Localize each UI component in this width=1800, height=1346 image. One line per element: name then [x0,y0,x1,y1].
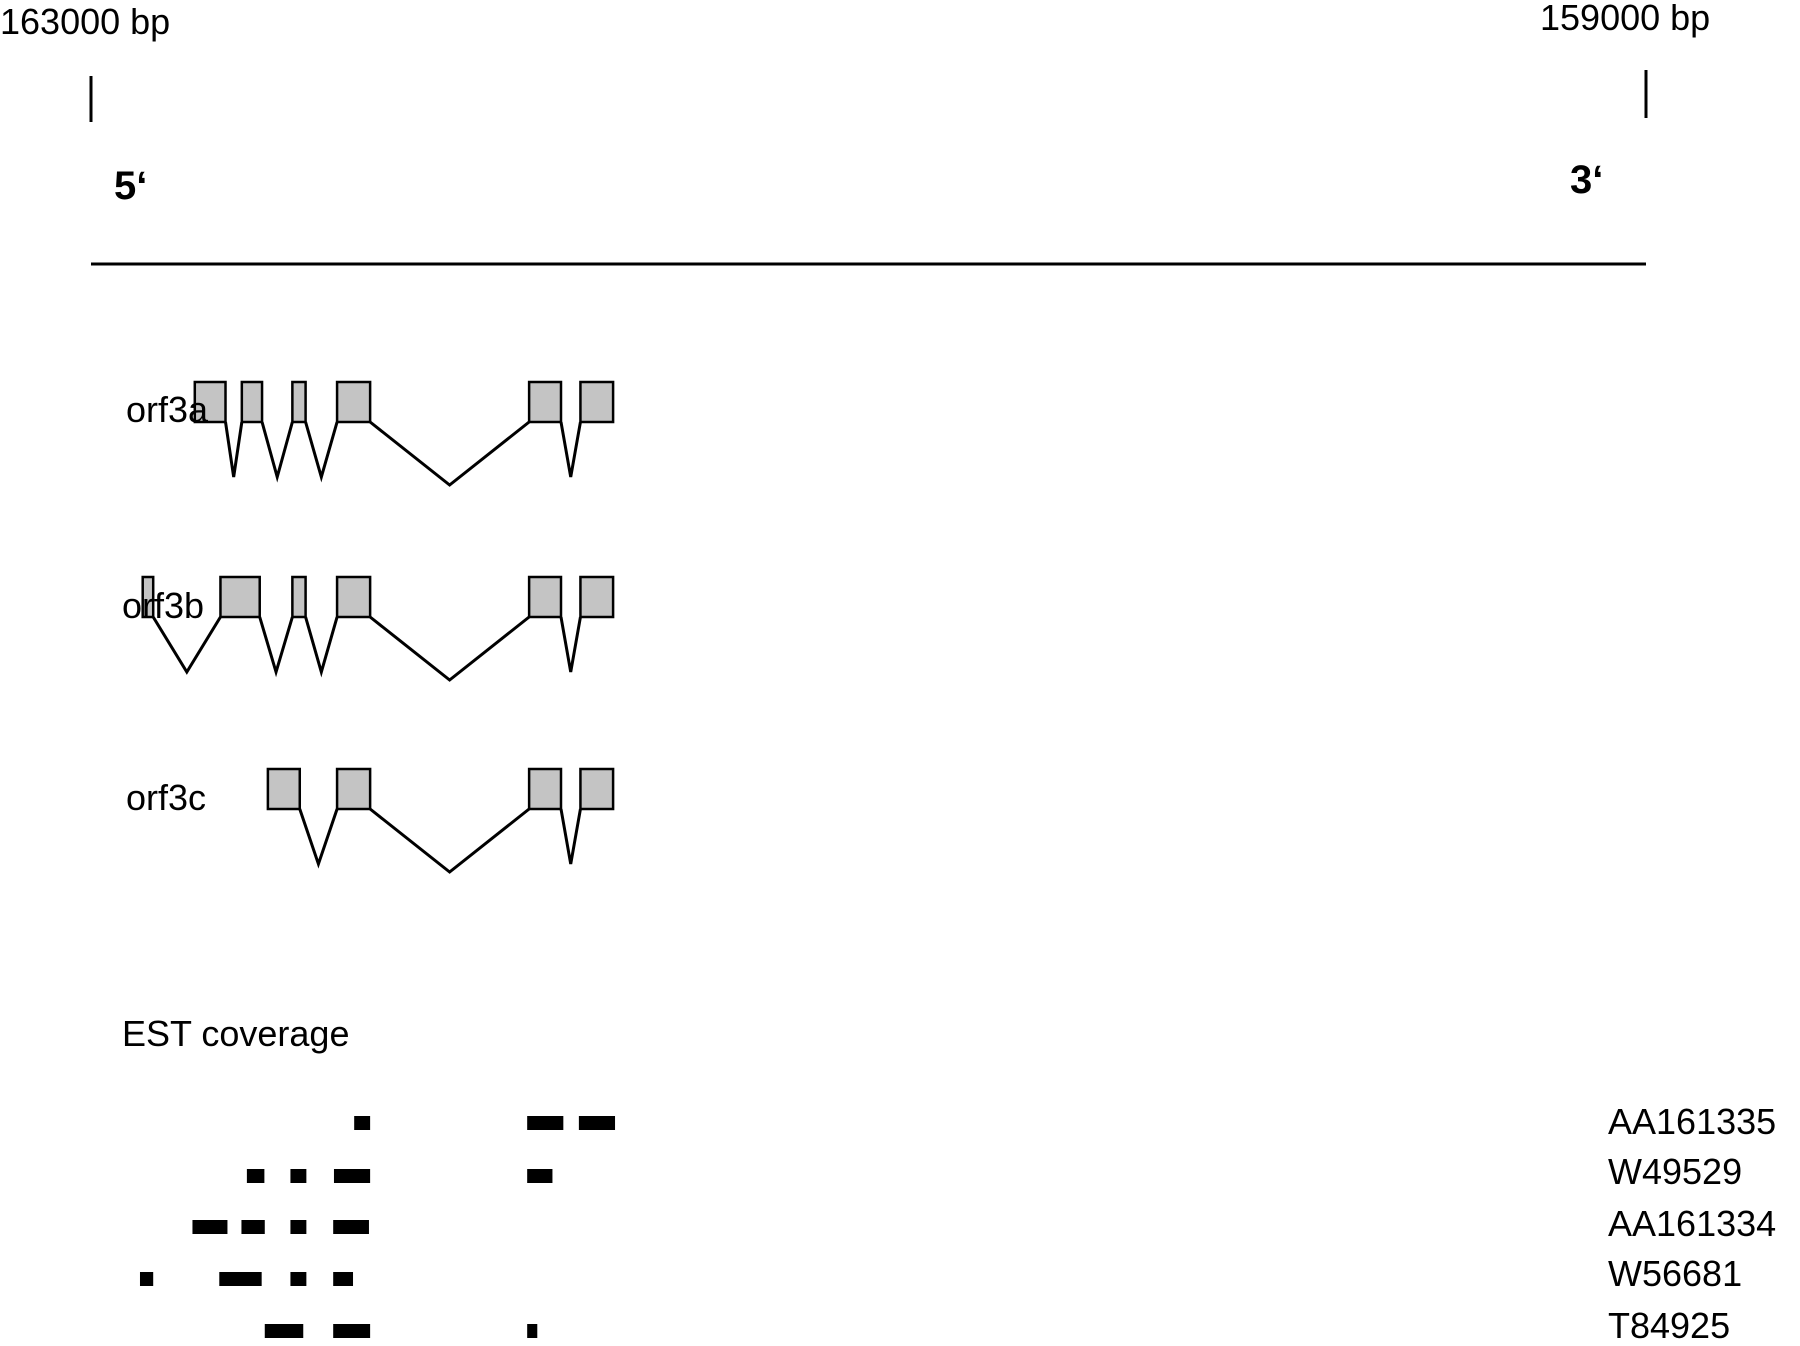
est-segment [241,1220,265,1234]
est-segment [290,1220,307,1234]
exon-box [266,767,302,811]
est-label-w49529: W49529 [1608,1151,1743,1192]
transcript-orf3a [193,380,615,487]
est-segment [527,1169,553,1183]
exon-box [240,380,264,424]
est-track-aa161334 [192,1220,369,1234]
est-segment [219,1272,262,1286]
exon-box [291,575,307,619]
est-segment [333,1272,354,1286]
transcript-orf3b [141,575,615,682]
est-label-aa161335: AA161335 [1608,1101,1777,1142]
intron-line [298,808,339,869]
est-coverage-title: EST coverage [122,1013,350,1054]
intron-line [224,421,244,478]
est-label-t84925: T84925 [1608,1305,1731,1346]
transcripts-layer [141,380,615,874]
est-track-aa161335 [354,1116,616,1130]
intron-line [258,616,294,678]
exon-box [579,575,615,619]
five-prime-label: 5‘ [114,164,148,208]
est-segment [578,1116,616,1130]
intron-line [260,421,294,483]
transcript-label-orf3c: orf3c [126,777,207,818]
est-segment [290,1169,307,1183]
exon-box [141,575,155,619]
exon-box [335,767,372,811]
est-segment [264,1324,304,1338]
exon-box [579,380,615,424]
est-segment [354,1116,371,1130]
transcript-orf3c [266,767,615,874]
intron-line [369,615,531,682]
exon-box [527,575,563,619]
est-track-w49529 [246,1169,553,1183]
est-segment [333,1220,369,1234]
intron-line [369,807,531,874]
est-label-w56681: W56681 [1608,1253,1743,1294]
est-coverage-layer [139,1116,616,1338]
transcript-label-orf3a: orf3a [126,389,209,430]
intron-line [304,421,339,483]
est-track-t84925 [264,1324,538,1338]
exon-box [219,575,261,619]
three-prime-label: 3‘ [1570,158,1604,202]
intron-line [304,616,339,678]
est-segment [246,1169,265,1183]
est-segment [192,1220,228,1234]
exon-box [527,380,563,424]
intron-line [369,420,531,487]
est-segment [527,1324,538,1338]
exon-box [335,380,372,424]
scale-start-label: 163000 bp [0,1,171,42]
intron-line [559,808,582,865]
scale-end-label: 159000 bp [1540,0,1711,38]
est-track-w56681 [139,1272,354,1286]
intron-line [559,616,582,673]
exon-box [335,575,372,619]
intron-line [559,421,582,478]
est-segment [333,1324,371,1338]
est-segment [527,1116,564,1130]
est-label-aa161334: AA161334 [1608,1203,1777,1244]
exon-box [579,767,615,811]
est-segment [290,1272,307,1286]
exon-box [527,767,563,811]
est-segment [333,1169,371,1183]
est-segment [139,1272,154,1286]
exon-box [193,380,227,424]
transcript-label-orf3b: orf3b [122,585,205,626]
intron-line [151,616,222,675]
exon-box [291,380,307,424]
